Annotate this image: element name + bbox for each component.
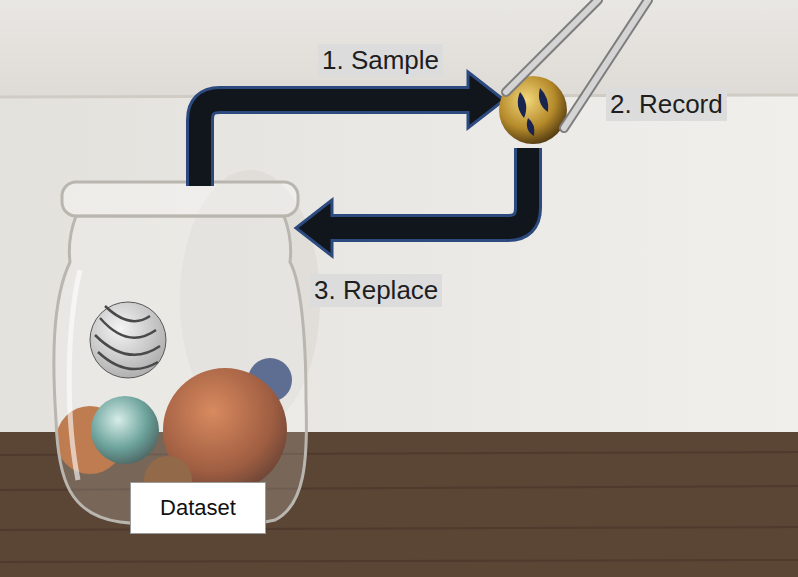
sample-arrow [200,72,504,186]
glass-highlight [69,270,80,480]
arrow-head [468,72,504,128]
marble-pattern [518,88,549,136]
replace-arrow [296,148,528,256]
arrow-head [296,200,332,256]
step-label: 1. Sample [318,44,443,77]
glass-jar [54,216,307,526]
arrow-shaft [200,100,470,186]
arrow-outline [328,148,528,228]
wall [0,0,798,100]
step-label: 2. Record [606,88,727,121]
arrow-outline [200,100,472,186]
arrow-shaft [330,148,528,228]
jar-rim [62,182,298,216]
label-box: Dataset [130,482,266,534]
dataset-label: Dataset [160,495,236,521]
step-label: 3. Replace [310,274,442,307]
